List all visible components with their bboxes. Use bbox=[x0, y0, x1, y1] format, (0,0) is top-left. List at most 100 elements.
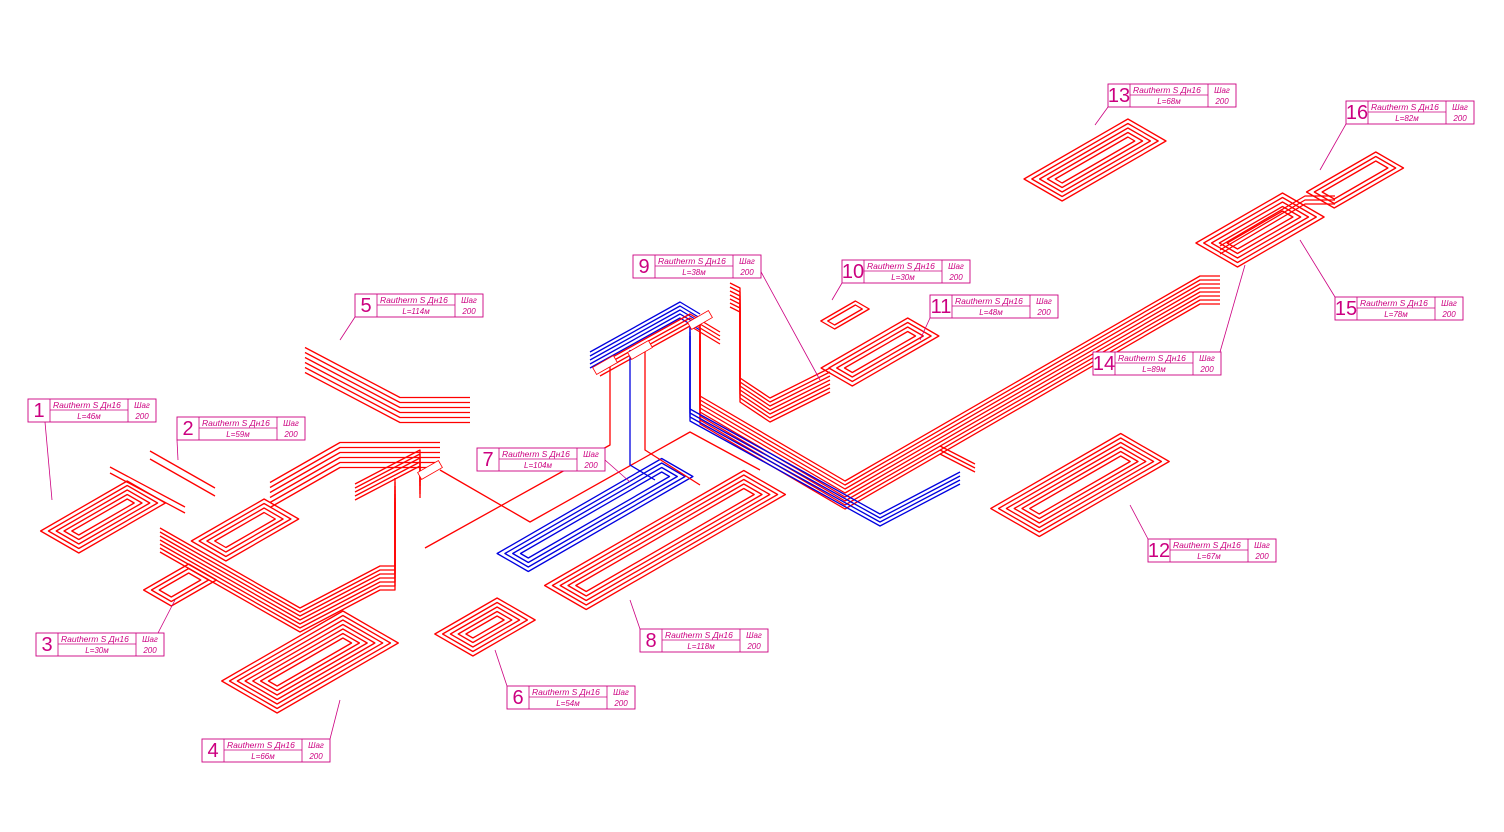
loop-9-runs-pipe bbox=[729, 286, 831, 403]
coil-7 bbox=[496, 457, 694, 573]
loop-number: 7 bbox=[482, 449, 493, 471]
coil-5-runs-lower-pipe bbox=[269, 446, 440, 489]
coil-11-ring bbox=[836, 326, 924, 378]
leader-line bbox=[339, 316, 356, 341]
step-value: 200 bbox=[746, 642, 761, 651]
coil-4 bbox=[221, 610, 399, 714]
pipe-type: Rautherm S Дн16 bbox=[867, 261, 935, 271]
west-trunk bbox=[159, 478, 396, 633]
coil-11-ring bbox=[828, 321, 932, 383]
west-trunk-pipe bbox=[159, 502, 396, 633]
step-label: Шаг bbox=[1254, 541, 1270, 550]
coil-12-ring bbox=[1021, 450, 1139, 520]
leader-line bbox=[494, 649, 508, 687]
manifold-return-pipe bbox=[589, 305, 701, 357]
coil-13-ring bbox=[1046, 131, 1144, 189]
loop-12-inlet-pipe bbox=[939, 445, 976, 465]
leader-line bbox=[759, 269, 821, 381]
manifold-tag bbox=[627, 339, 653, 361]
west-trunk-pipe bbox=[159, 494, 396, 625]
pipe-length: L=114м bbox=[402, 307, 430, 316]
leader-line bbox=[329, 699, 341, 740]
step-label: Шаг bbox=[746, 631, 762, 640]
tag-frame bbox=[1345, 100, 1475, 125]
step-label: Шаг bbox=[613, 688, 629, 697]
loop-number: 14 bbox=[1093, 353, 1115, 375]
tag-frame bbox=[354, 293, 484, 318]
west-riser-pipe bbox=[354, 465, 421, 501]
pipe-length: L=78м bbox=[1384, 310, 1408, 319]
pipe-type: Rautherm S Дн16 bbox=[53, 400, 121, 410]
pipe-type: Rautherm S Дн16 bbox=[532, 687, 600, 697]
pipe-length: L=46м bbox=[77, 412, 101, 421]
coil-10 bbox=[820, 300, 870, 330]
leader-line bbox=[1219, 264, 1246, 353]
tag-frame bbox=[1147, 538, 1277, 563]
step-value: 200 bbox=[142, 646, 157, 655]
loop-9-runs bbox=[729, 282, 831, 423]
coil-3-ring bbox=[150, 567, 210, 603]
manifold-tag bbox=[592, 354, 618, 376]
coil-12-ring bbox=[1029, 455, 1131, 515]
east-return bbox=[689, 324, 961, 527]
loop-number: 2 bbox=[182, 418, 193, 440]
manifold-return-pipe bbox=[589, 309, 701, 361]
coil-5-runs-pipe bbox=[304, 366, 470, 419]
coil-8-ring bbox=[551, 474, 779, 606]
pipe-length: L=104м bbox=[524, 461, 552, 470]
loop-number: 10 bbox=[842, 261, 864, 283]
pipe-length: L=66м bbox=[251, 752, 275, 761]
coil-5-runs-lower-pipe bbox=[269, 451, 440, 494]
tag-frame bbox=[639, 628, 769, 653]
coil-5-runs-lower bbox=[269, 441, 440, 509]
pipe-length: L=54м bbox=[556, 699, 580, 708]
step-value: 200 bbox=[1452, 114, 1467, 123]
coil-6-ring bbox=[449, 606, 521, 648]
pipe-type: Rautherm S Дн16 bbox=[658, 256, 726, 266]
coil-1-inlet-pipe bbox=[109, 472, 186, 514]
east-return-pipe bbox=[689, 336, 961, 527]
manifold-tag bbox=[687, 309, 713, 331]
coil-4-ring bbox=[236, 619, 384, 705]
step-label: Шаг bbox=[134, 401, 150, 410]
coil-12 bbox=[990, 432, 1170, 538]
step-label: Шаг bbox=[461, 296, 477, 305]
step-value: 200 bbox=[461, 307, 476, 316]
step-label: Шаг bbox=[739, 257, 755, 266]
pipe-type: Rautherm S Дн16 bbox=[380, 295, 448, 305]
step-value: 200 bbox=[613, 699, 628, 708]
coil-1-ring bbox=[71, 498, 135, 536]
tag-frame bbox=[476, 447, 606, 472]
leader-lines bbox=[44, 106, 1347, 740]
pipe-type: Rautherm S Дн16 bbox=[1173, 540, 1241, 550]
leader-line bbox=[44, 421, 53, 501]
supply-drop bbox=[644, 350, 701, 486]
pipe-type: Rautherm S Дн16 bbox=[202, 418, 270, 428]
leader-line bbox=[919, 317, 931, 341]
coil-7-ring bbox=[519, 471, 671, 559]
pipe-length: L=30м bbox=[891, 273, 915, 282]
coil-13-ring bbox=[1054, 136, 1136, 184]
loop-16-link bbox=[1219, 195, 1335, 255]
link-mid-pipe bbox=[439, 431, 761, 523]
step-label: Шаг bbox=[1441, 299, 1457, 308]
pipe-network bbox=[39, 118, 1405, 714]
step-label: Шаг bbox=[1452, 103, 1468, 112]
step-value: 200 bbox=[1214, 97, 1229, 106]
leader-line bbox=[629, 599, 641, 630]
tag-frame bbox=[201, 738, 331, 763]
coil-12-ring bbox=[1005, 441, 1155, 529]
loop-9-runs-pipe bbox=[729, 306, 831, 423]
coil-4-ring bbox=[228, 614, 392, 710]
loop-number: 4 bbox=[207, 740, 218, 762]
manifold-supply-pipe bbox=[599, 313, 721, 365]
coil-1-ring bbox=[55, 489, 151, 545]
leader-line bbox=[1094, 106, 1109, 126]
coil-16-ring bbox=[1305, 151, 1405, 209]
coil-4-ring bbox=[252, 628, 368, 696]
